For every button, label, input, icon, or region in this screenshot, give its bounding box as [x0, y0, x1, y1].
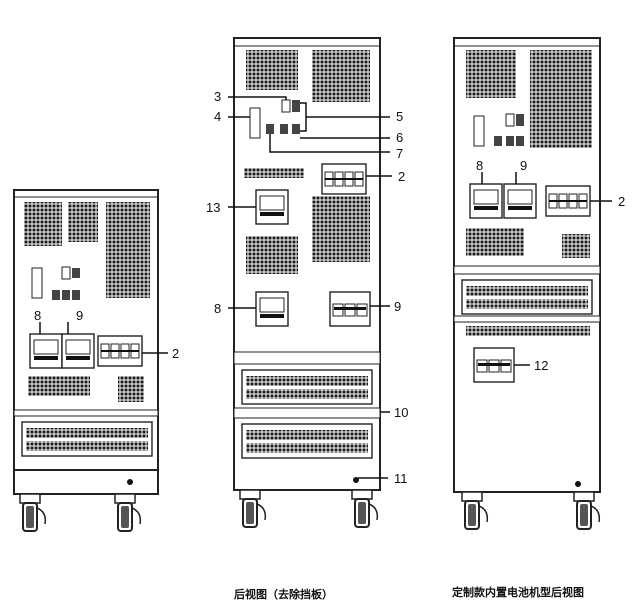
callout-6: 6 — [396, 130, 403, 145]
left-cabinet — [13, 189, 168, 532]
left-breaker-9 — [61, 333, 95, 369]
callout-3: 3 — [214, 89, 221, 104]
left-breaker-8 — [29, 333, 63, 369]
right-vent-1 — [466, 50, 516, 98]
middle-breaker-13 — [255, 189, 289, 225]
callout-8-right: 8 — [476, 158, 483, 173]
middle-breaker-2 — [321, 163, 367, 195]
callout-9-middle: 9 — [394, 299, 401, 314]
middle-breaker-9 — [329, 291, 371, 327]
right-vent-2 — [530, 50, 592, 148]
left-terminals — [21, 421, 153, 457]
callout-2-middle: 2 — [398, 169, 405, 184]
callout-7: 7 — [396, 146, 403, 161]
left-breaker-2 — [97, 335, 143, 367]
middle-cabinet — [228, 37, 392, 528]
left-vent-2 — [68, 202, 98, 242]
callout-5: 5 — [396, 109, 403, 124]
middle-vent-2 — [312, 50, 370, 102]
right-breaker-8 — [469, 183, 503, 219]
middle-terminals-upper — [241, 369, 373, 405]
callout-11: 11 — [394, 471, 408, 486]
right-breaker-9 — [503, 183, 537, 219]
callout-8-middle: 8 — [214, 301, 221, 316]
callout-2-left: 2 — [172, 346, 179, 361]
right-breaker-2 — [545, 185, 591, 217]
caption-right: 定制款内置电池机型后视图 — [452, 586, 584, 599]
right-breaker-12 — [473, 347, 515, 383]
right-terminals — [461, 279, 593, 315]
middle-vent-1 — [246, 50, 298, 90]
callout-9-left: 9 — [76, 308, 83, 323]
callout-8-left: 8 — [34, 308, 41, 323]
right-cabinet — [453, 37, 612, 530]
middle-breaker-8 — [255, 291, 289, 327]
callout-10: 10 — [394, 405, 408, 420]
left-vent-3 — [106, 202, 150, 298]
callout-4: 4 — [214, 109, 221, 124]
callout-12: 12 — [534, 358, 548, 373]
middle-terminals-lower — [241, 423, 373, 459]
left-vent-1 — [24, 202, 62, 246]
callout-2-right: 2 — [618, 194, 625, 209]
caption-middle: 后视图（去除挡板） — [234, 588, 333, 601]
callout-9-right: 9 — [520, 158, 527, 173]
callout-13: 13 — [206, 200, 220, 215]
